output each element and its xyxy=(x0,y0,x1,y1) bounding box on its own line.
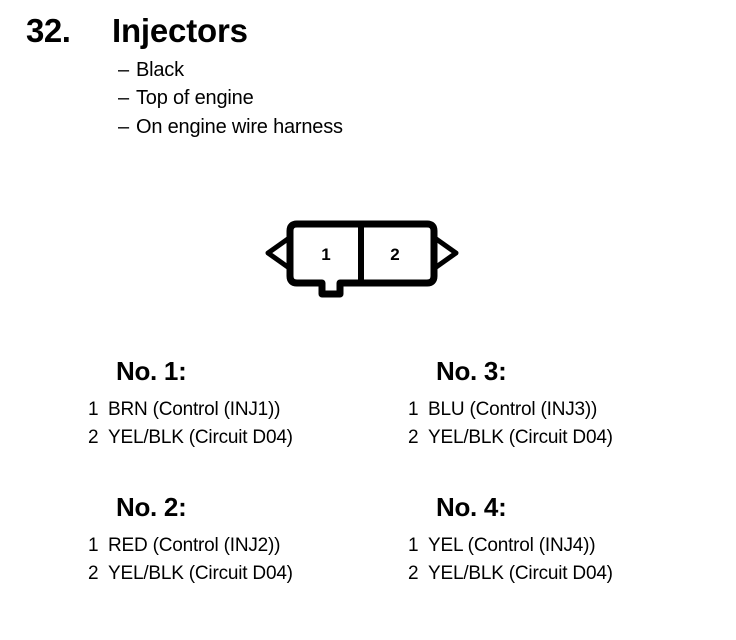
pin-number: 2 xyxy=(408,562,419,584)
pin-block-row-bottom: No. 2: 1 RED (Control (INJ2)) 2 YEL/BLK … xyxy=(0,494,736,587)
pin-block-title: No. 1: xyxy=(116,356,187,386)
pin-number: 1 xyxy=(88,535,99,557)
pin-number: 1 xyxy=(408,535,419,557)
pin-description: BLU (Control (INJ3)) xyxy=(428,399,598,420)
component-header: 32. Injectors – Black – Top of engine – … xyxy=(26,14,716,141)
pin-block-no-4: No. 4: 1 YEL (Control (INJ4)) 2 YEL/BLK … xyxy=(408,494,736,587)
pin-block-title: No. 3: xyxy=(436,356,507,386)
connector-diagram: 1 2 xyxy=(262,212,462,304)
pin-row: 1 BRN (Control (INJ1)) xyxy=(88,396,416,424)
pin-block-no-1: No. 1: 1 BRN (Control (INJ1)) 2 YEL/BLK … xyxy=(88,358,416,451)
pin-row: 2 YEL/BLK (Circuit D04) xyxy=(408,424,736,452)
pin-description: YEL/BLK (Circuit D04) xyxy=(428,562,613,584)
pin-row: 2 YEL/BLK (Circuit D04) xyxy=(88,424,416,452)
list-item: – On engine wire harness xyxy=(118,113,716,141)
pin-description: YEL/BLK (Circuit D04) xyxy=(108,426,293,448)
pin-description: YEL/BLK (Circuit D04) xyxy=(428,426,613,448)
attribute-list: – Black – Top of engine – On engine wire… xyxy=(118,56,716,141)
list-item-label: On engine wire harness xyxy=(136,115,343,138)
row-spacer xyxy=(0,451,736,494)
item-number: 32. xyxy=(26,12,71,49)
pin-row: 1 RED (Control (INJ2)) xyxy=(88,532,416,560)
page-title: Injectors xyxy=(112,12,248,49)
pin-number: 2 xyxy=(88,426,99,448)
list-item: – Top of engine xyxy=(118,84,716,112)
pin-row: 2 YEL/BLK (Circuit D04) xyxy=(408,560,736,588)
pin-description: YEL/BLK (Circuit D04) xyxy=(108,562,293,584)
pin-block-no-2: No. 2: 1 RED (Control (INJ2)) 2 YEL/BLK … xyxy=(88,494,416,587)
pin-description: RED (Control (INJ2)) xyxy=(108,535,281,557)
pin-row: 2 YEL/BLK (Circuit D04) xyxy=(88,560,416,588)
pin-block-no-3: No. 3: 1 BLU (Control (INJ3)) 2 YEL/BLK … xyxy=(408,358,736,451)
list-item: – Black xyxy=(118,56,716,84)
header-title-row: 32. Injectors xyxy=(26,14,716,47)
pin-row: 1 BLU (Control (INJ3)) xyxy=(408,396,736,424)
cavity-label-1: 1 xyxy=(321,245,330,264)
cavity-label-2: 2 xyxy=(390,245,399,264)
pin-block-title: No. 2: xyxy=(116,492,187,523)
pin-number: 2 xyxy=(408,426,419,448)
pin-block-row-top: No. 1: 1 BRN (Control (INJ1)) 2 YEL/BLK … xyxy=(0,358,736,451)
pin-number: 1 xyxy=(408,399,419,420)
list-item-label: Top of engine xyxy=(136,87,254,110)
pin-description: YEL (Control (INJ4)) xyxy=(428,535,596,557)
pin-number: 2 xyxy=(88,562,99,584)
dash-icon: – xyxy=(118,115,129,138)
dash-icon: – xyxy=(118,59,129,81)
pin-number: 1 xyxy=(88,399,99,420)
pin-block-title: No. 4: xyxy=(436,492,507,523)
dash-icon: – xyxy=(118,87,129,110)
pin-assignment-grid: No. 1: 1 BRN (Control (INJ1)) 2 YEL/BLK … xyxy=(0,358,736,587)
list-item-label: Black xyxy=(136,59,184,81)
pin-row: 1 YEL (Control (INJ4)) xyxy=(408,532,736,560)
pin-description: BRN (Control (INJ1)) xyxy=(108,399,281,420)
